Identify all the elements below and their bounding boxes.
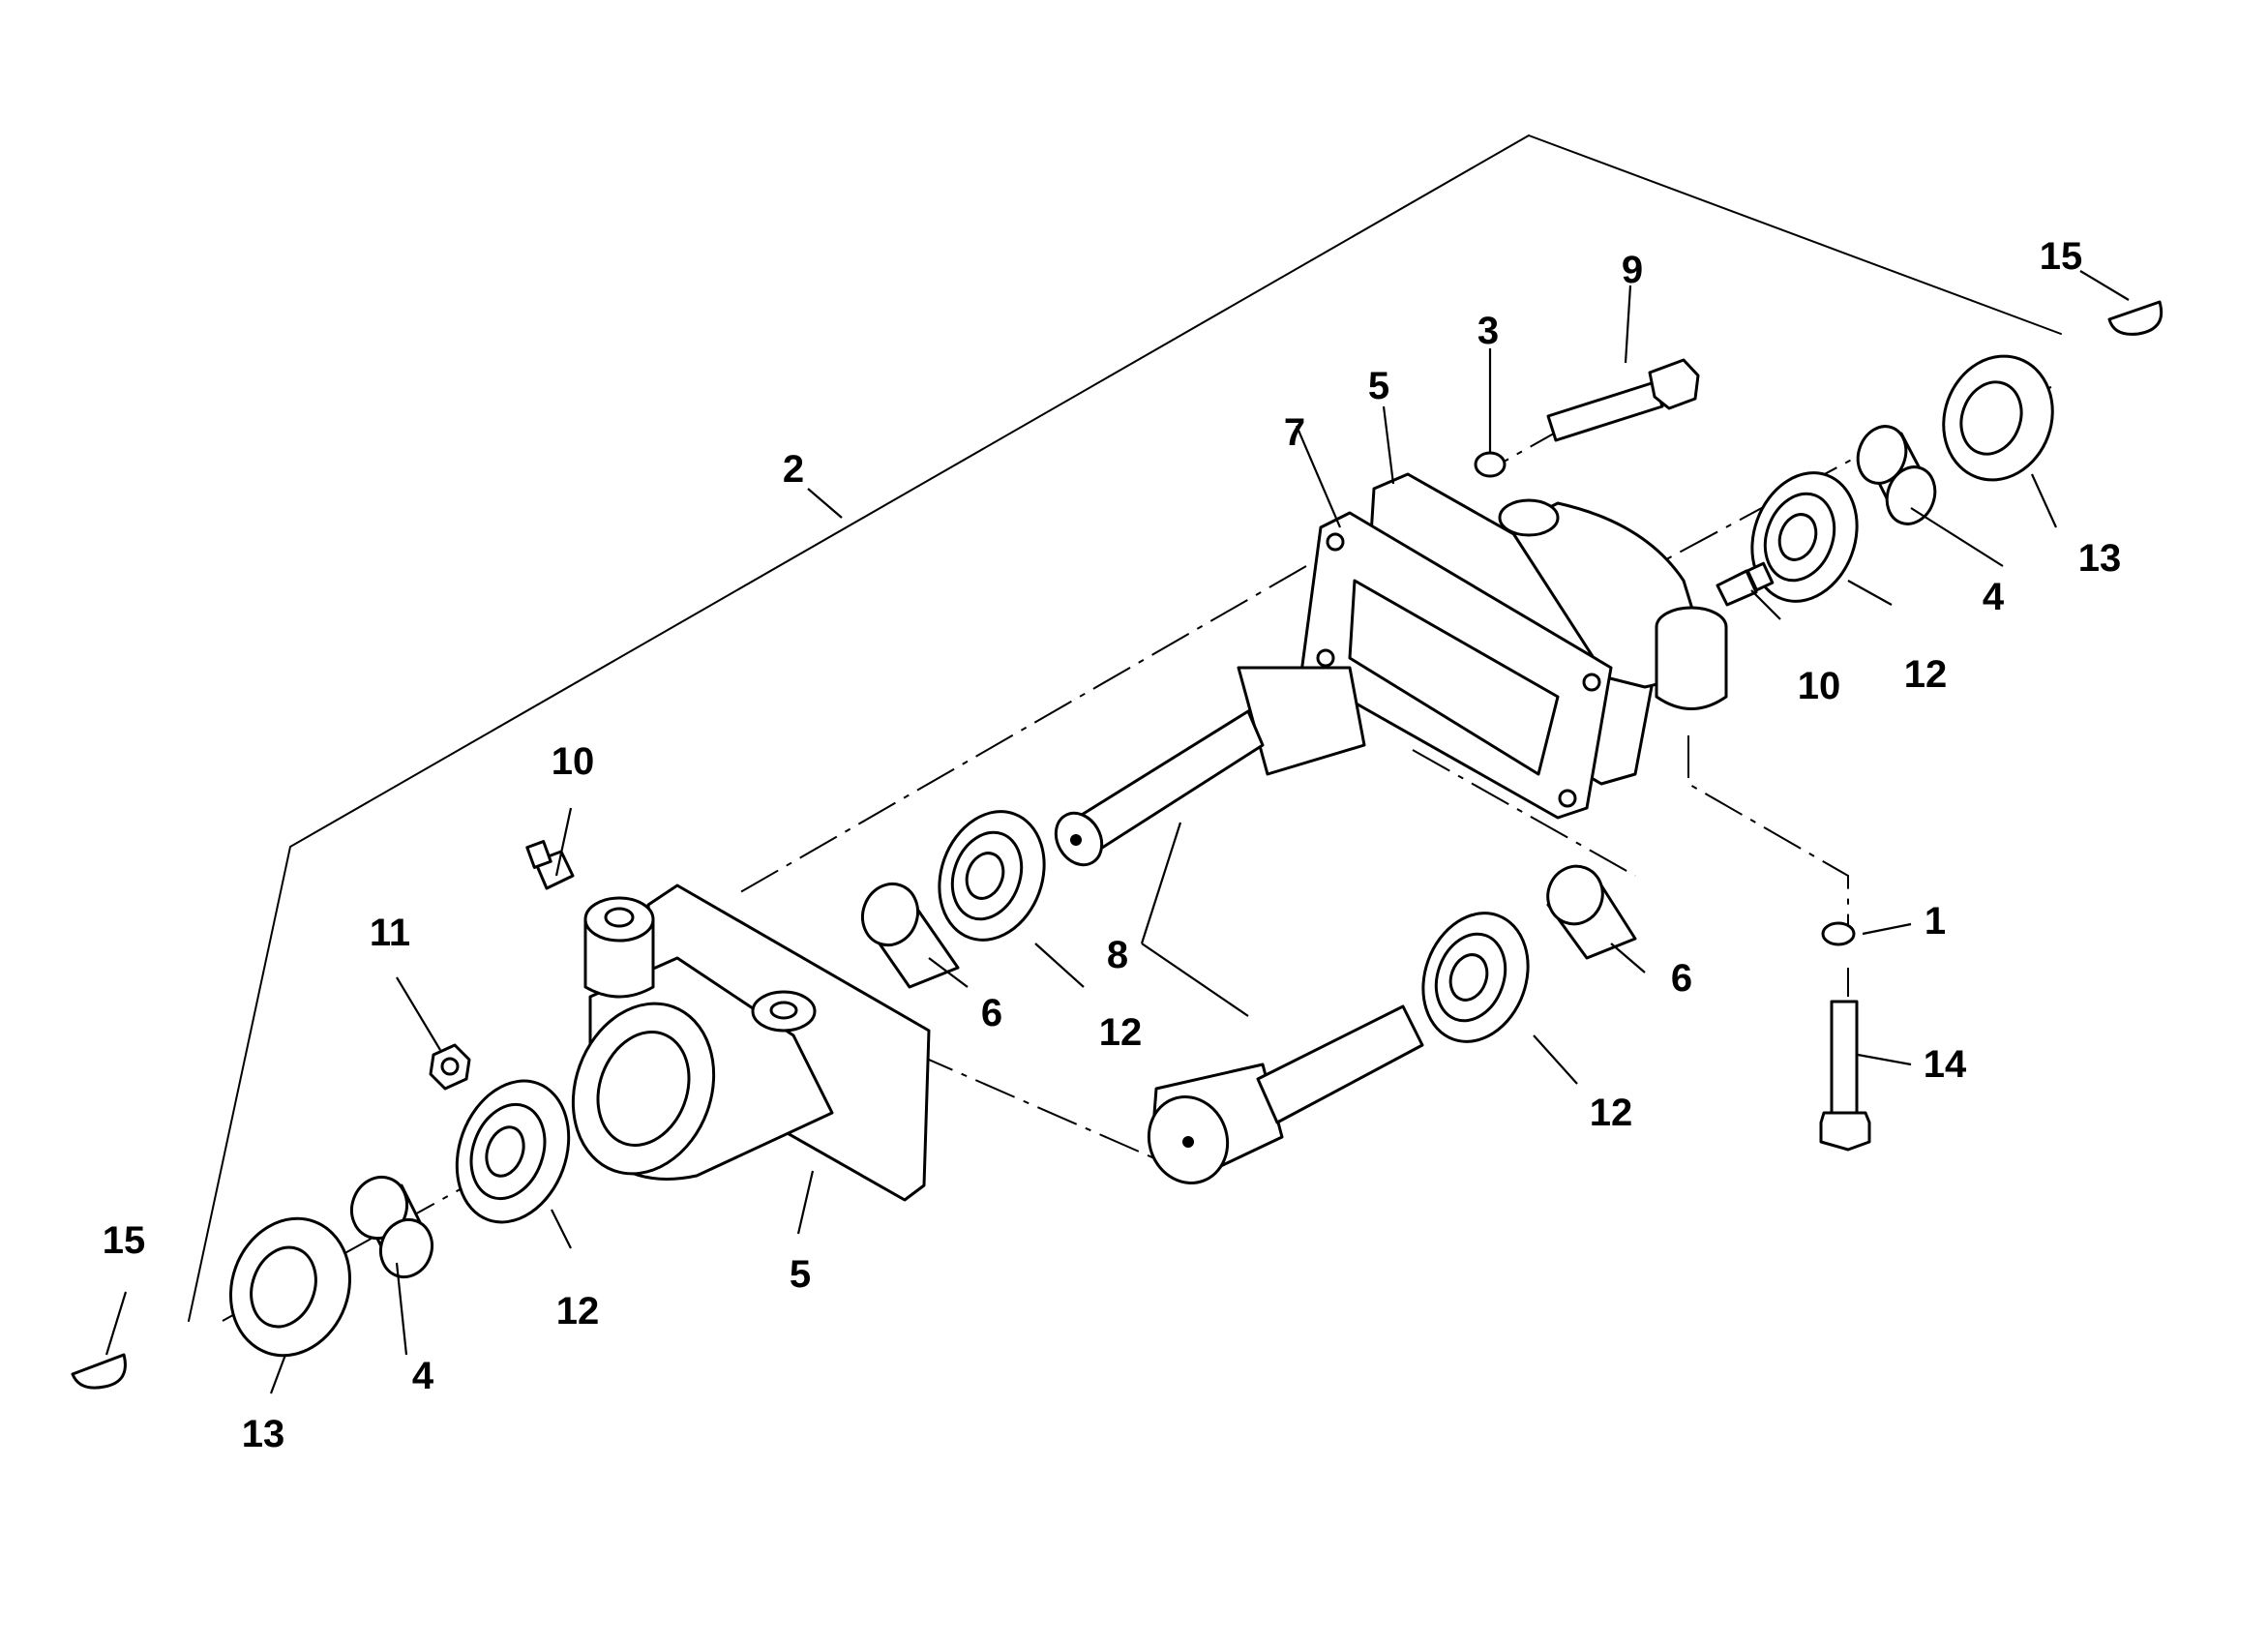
- callout-11: 11: [370, 912, 410, 954]
- assembly-bracket: [188, 135, 2062, 1322]
- ball-bearing-left: [455, 1079, 571, 1224]
- grease-fitting-left: [525, 840, 575, 890]
- callout-labels: 1 2 3 4 4 5 5 6 6 7 8 9 10 10 11 12 12 1…: [103, 235, 2122, 1455]
- callout-10-right: 10: [1798, 665, 1841, 707]
- callout-3: 3: [1477, 310, 1499, 352]
- callout-14: 14: [1924, 1043, 1967, 1086]
- callout-13-left: 13: [242, 1413, 285, 1455]
- callout-4-top: 4: [1983, 576, 2005, 618]
- bolt-bottom: [1819, 1000, 1871, 1152]
- leader-lines: [104, 270, 2130, 1394]
- callout-2: 2: [783, 448, 804, 491]
- bushing-mid-lower: [1546, 864, 1637, 960]
- callout-15-top: 15: [2040, 235, 2083, 278]
- callout-10-left: 10: [552, 740, 595, 783]
- callout-6-lower: 6: [1671, 957, 1692, 1000]
- callout-12-left: 12: [556, 1290, 600, 1333]
- lock-washer-bottom: [1821, 921, 1856, 946]
- bolt-top: [1546, 358, 1700, 442]
- callout-5-bottom: 5: [790, 1253, 811, 1296]
- callout-9: 9: [1622, 249, 1643, 291]
- gasket: [1299, 511, 1613, 820]
- callout-4-left: 4: [412, 1355, 434, 1397]
- gear-shaft-lower: [1147, 1004, 1424, 1184]
- callout-12-mid-lower: 12: [1590, 1092, 1633, 1134]
- ball-bearing-mid-upper: [938, 810, 1046, 942]
- bushing-mid-upper: [861, 882, 960, 989]
- ball-bearing-top-right: [1750, 471, 1859, 603]
- callout-7: 7: [1284, 411, 1305, 454]
- pump-housing-left: [571, 883, 931, 1202]
- callout-8: 8: [1107, 934, 1128, 976]
- callout-12-top-right: 12: [1904, 653, 1948, 696]
- callout-6-upper: 6: [981, 992, 1002, 1034]
- oil-seal-left: [228, 1216, 352, 1358]
- lock-washer-top: [1474, 451, 1507, 478]
- hex-nut: [429, 1043, 471, 1091]
- callout-12-mid-upper: 12: [1099, 1011, 1143, 1054]
- callout-1: 1: [1925, 900, 1946, 943]
- gear-shaft-upper: [1054, 666, 1366, 867]
- callout-13-top: 13: [2078, 537, 2122, 580]
- oil-seal-top: [1942, 354, 2054, 482]
- spacer-top: [1856, 425, 1937, 525]
- callout-15-bottom: 15: [103, 1219, 146, 1262]
- spacer-left: [350, 1175, 433, 1279]
- callout-5-top: 5: [1368, 365, 1389, 407]
- woodruff-key-bottom: [71, 1353, 127, 1390]
- ball-bearing-mid-lower: [1421, 912, 1530, 1043]
- grease-fitting-right: [1716, 561, 1775, 607]
- woodruff-key-top: [2107, 300, 2164, 336]
